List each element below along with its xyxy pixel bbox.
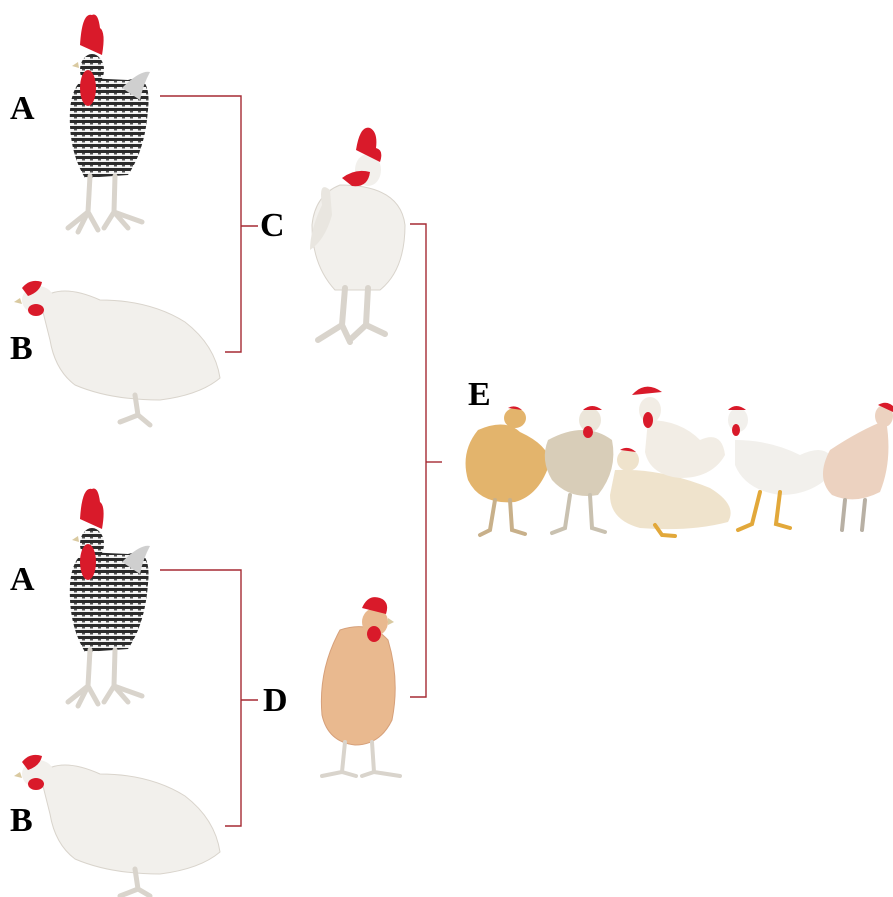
- label-a-top: A: [10, 90, 35, 127]
- offspring-group-image: [465, 386, 893, 538]
- buff-hen-image: [320, 597, 402, 778]
- connector-cd-to-e: [410, 223, 442, 698]
- connector-ab-to-d: [160, 569, 258, 827]
- barred-rooster-bottom-image: [65, 488, 150, 709]
- connector-ab-to-c: [160, 95, 258, 353]
- white-hen-bottom-image: [14, 754, 221, 897]
- label-c: C: [260, 207, 285, 244]
- label-b-top: B: [10, 330, 33, 367]
- label-b-bottom: B: [10, 802, 33, 839]
- white-hen-top-image: [14, 280, 221, 428]
- barred-rooster-top-image: [65, 14, 150, 235]
- label-a-bottom: A: [10, 561, 35, 598]
- white-rooster-image: [310, 127, 406, 345]
- label-d: D: [263, 682, 288, 719]
- label-e: E: [468, 376, 491, 413]
